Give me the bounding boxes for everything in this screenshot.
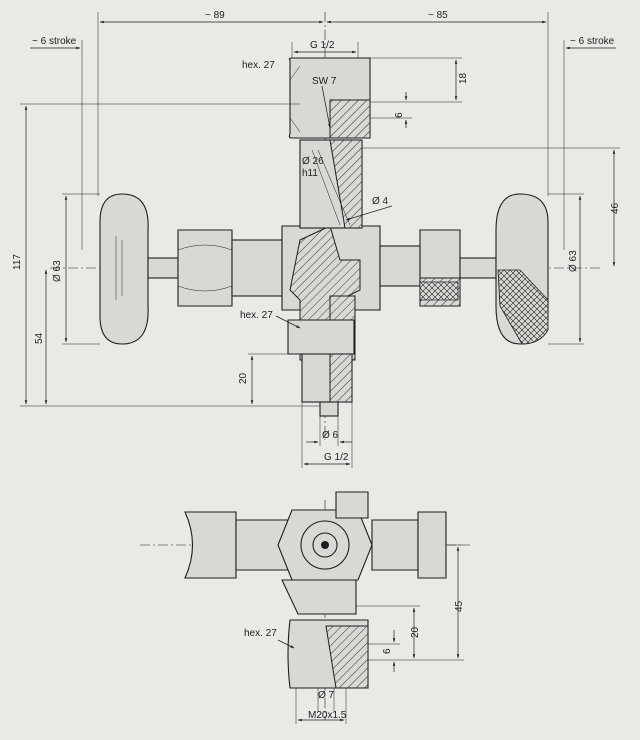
bottom-center-hex bbox=[277, 491, 373, 581]
bottom-view-dimensions bbox=[277, 544, 464, 724]
dim-dia6: Ø 6 bbox=[322, 430, 339, 441]
lower-hex-nipple bbox=[287, 319, 355, 417]
dim-h54: 54 bbox=[34, 332, 45, 344]
dim-dia63-right: Ø 63 bbox=[568, 250, 579, 272]
right-handwheel bbox=[495, 193, 549, 345]
dim-h46: 46 bbox=[610, 202, 621, 214]
dim-thread-top: G 1/2 bbox=[310, 40, 335, 51]
dim-h45: 45 bbox=[454, 600, 465, 612]
bottom-right-arm bbox=[371, 511, 447, 579]
top-hex-nut bbox=[288, 57, 371, 139]
label-hex-mid: hex. 27 bbox=[240, 310, 273, 321]
label-hex-top: hex. 27 bbox=[242, 60, 275, 71]
left-handwheel bbox=[99, 193, 179, 345]
dim-h6-bottom: 6 bbox=[382, 648, 393, 654]
dim-h6-top: 6 bbox=[394, 112, 405, 118]
left-hex-nut bbox=[177, 229, 283, 307]
top-view-dimensions bbox=[20, 12, 620, 468]
top-column bbox=[299, 139, 363, 229]
dim-h11: h11 bbox=[302, 168, 318, 179]
dim-width-left: ~ 89 bbox=[205, 10, 225, 21]
dim-thread-m20: M20x1.5 bbox=[308, 710, 347, 721]
label-hex-bottom: hex. 27 bbox=[244, 628, 277, 639]
dim-thread-bottom: G 1/2 bbox=[324, 452, 349, 463]
dim-dia7: Ø 7 bbox=[318, 690, 335, 701]
top-view: ~ 89 ~ 85 ~ 6 stroke ~ 6 stroke G 1/2 he… bbox=[12, 10, 621, 468]
dim-dia63-left: Ø 63 bbox=[52, 260, 63, 282]
dim-dia4: Ø 4 bbox=[372, 196, 389, 207]
dim-width-right: ~ 85 bbox=[428, 10, 448, 21]
dim-stroke-left: ~ 6 stroke bbox=[32, 36, 77, 47]
bottom-lower-nut bbox=[281, 579, 369, 689]
dim-dia26: Ø 26 bbox=[302, 156, 324, 167]
right-hex-nut bbox=[379, 229, 497, 307]
bottom-left-arm bbox=[184, 511, 293, 579]
dim-h20-bottom: 20 bbox=[410, 626, 421, 638]
bottom-view: 45 20 6 hex. 27 Ø 7 M20x1.5 bbox=[140, 491, 470, 724]
dim-h117: 117 bbox=[12, 254, 23, 270]
dim-h20-top: 20 bbox=[238, 372, 249, 384]
label-sw: SW 7 bbox=[312, 76, 337, 87]
dim-stroke-right: ~ 6 stroke bbox=[570, 36, 615, 47]
dim-h18: 18 bbox=[458, 72, 469, 84]
